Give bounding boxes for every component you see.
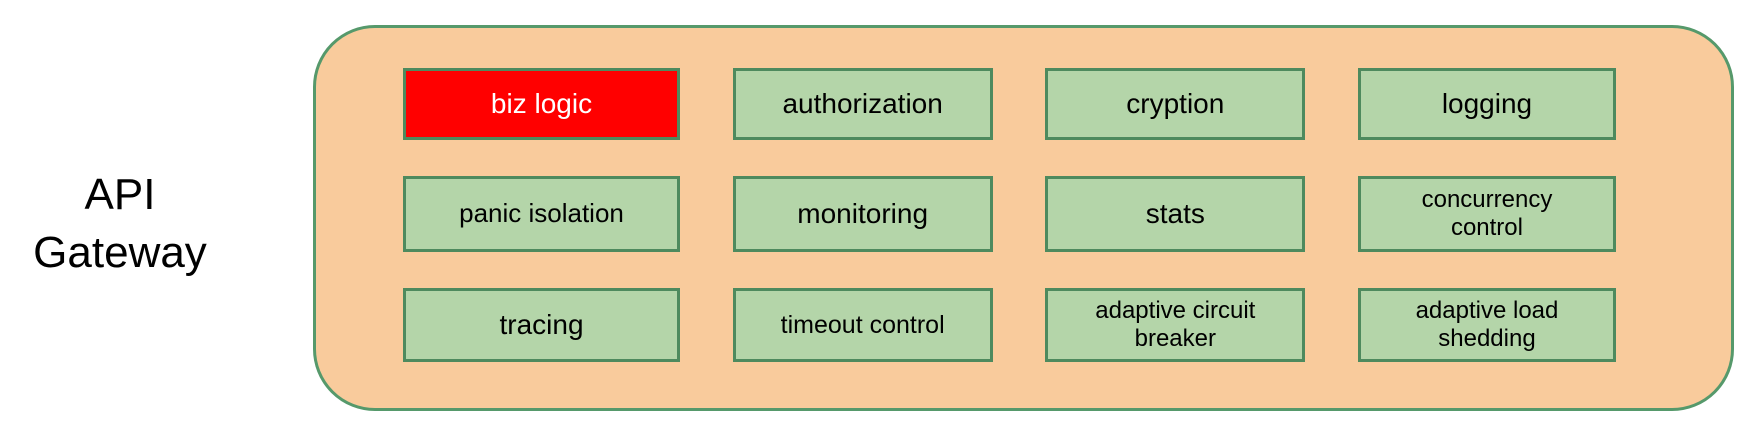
module-monitoring: monitoring — [732, 176, 993, 252]
module-stats: stats — [1045, 176, 1306, 252]
api-gateway-label-line1: API — [84, 170, 156, 219]
module-timeout-control: timeout control — [732, 288, 993, 362]
module-concurrency-control: concurrency control — [1357, 176, 1616, 252]
api-gateway-label-line2: Gateway — [33, 228, 207, 277]
api-gateway-label: API Gateway — [10, 166, 230, 282]
module-biz-logic: biz logic — [403, 68, 680, 140]
api-gateway-container: biz logic authorization cryption logging… — [313, 25, 1734, 411]
module-grid: biz logic authorization cryption logging… — [403, 68, 1616, 363]
module-adaptive-circuit-breaker: adaptive circuit breaker — [1045, 288, 1306, 362]
module-tracing: tracing — [403, 288, 680, 362]
module-logging: logging — [1357, 68, 1616, 140]
module-panic-isolation: panic isolation — [403, 176, 680, 252]
module-cryption: cryption — [1045, 68, 1306, 140]
module-adaptive-load-shedding: adaptive load shedding — [1357, 288, 1616, 362]
module-authorization: authorization — [732, 68, 993, 140]
